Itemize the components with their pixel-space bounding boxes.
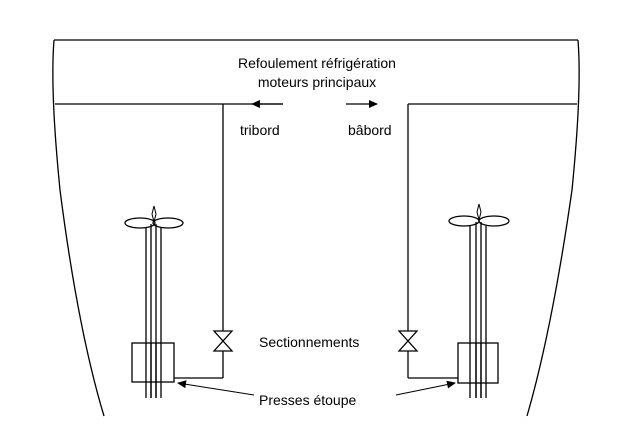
starboard-shaft xyxy=(124,205,184,398)
valve-port[interactable] xyxy=(397,330,419,352)
propeller-blade xyxy=(152,217,184,229)
propeller-hub xyxy=(151,205,157,223)
propeller-blade xyxy=(124,217,156,229)
valves-label: Sectionnements xyxy=(259,334,359,350)
leader-starboard-gland xyxy=(177,380,255,396)
stuffing-box-port xyxy=(457,342,499,384)
hull-outline xyxy=(52,39,580,417)
valve-starboard[interactable] xyxy=(212,330,234,352)
stuffing-box-starboard xyxy=(131,342,175,383)
port-shaft xyxy=(448,203,510,398)
starboard-label: tribord xyxy=(240,122,280,138)
propeller-hub xyxy=(476,203,482,221)
header-title-line1: Refoulement réfrigération xyxy=(238,55,396,71)
header-title-line2: moteurs principaux xyxy=(258,74,376,90)
leader-port-gland xyxy=(395,380,456,396)
starboard-pipe xyxy=(174,104,224,379)
glands-label: Presses étoupe xyxy=(259,392,356,408)
port-pipe xyxy=(407,104,458,379)
propeller-blade xyxy=(448,215,480,227)
propeller-blade xyxy=(478,215,510,227)
port-label: bâbord xyxy=(348,122,392,138)
